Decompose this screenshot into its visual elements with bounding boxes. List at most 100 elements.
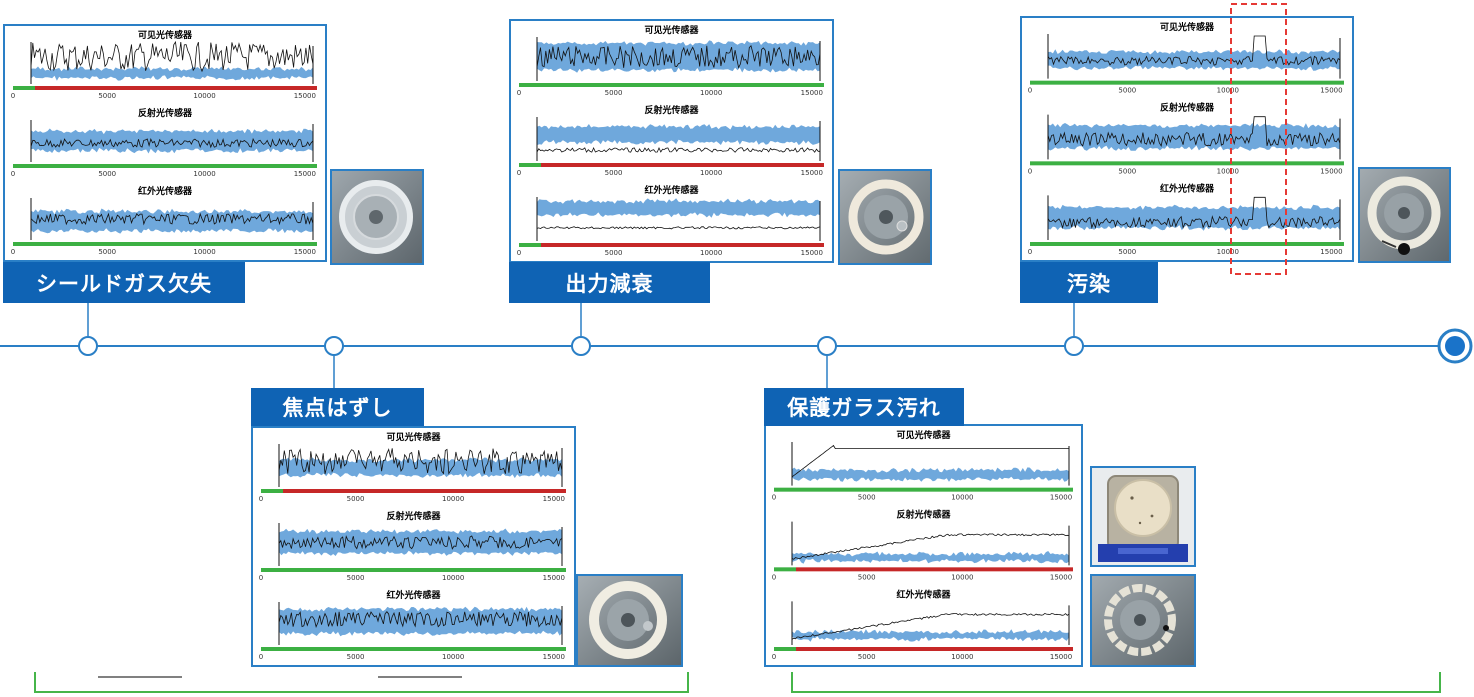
weld-image (1360, 169, 1449, 261)
signal-line (1047, 116, 1341, 147)
sensor-title: 红外光传感器 (138, 185, 193, 197)
x-tick-label: 10000 (193, 248, 215, 256)
status-bar-ok (1030, 80, 1344, 85)
x-tick-label: 15000 (801, 169, 823, 177)
status-bar-ok (774, 647, 796, 651)
x-tick-label: 0 (259, 653, 263, 661)
x-tick-label: 10000 (700, 169, 722, 177)
sensor-title: 反射光传感器 (386, 510, 441, 522)
status-bar-ok (1030, 242, 1344, 246)
timeline-end-node-core (1445, 336, 1465, 356)
x-tick-label: 10000 (442, 574, 464, 582)
x-tick-label: 5000 (605, 89, 623, 97)
signal-line (278, 611, 563, 628)
x-tick-label: 15000 (1320, 167, 1342, 175)
status-bar-ok (1030, 161, 1344, 166)
x-tick-label: 10000 (442, 653, 464, 661)
x-tick-label: 5000 (605, 169, 623, 177)
x-tick-label: 10000 (700, 89, 722, 97)
x-tick-label: 5000 (1118, 87, 1136, 95)
sensor-title: 红外光传感器 (1160, 182, 1215, 194)
x-tick-label: 15000 (1050, 494, 1072, 502)
status-bar-ok (13, 164, 317, 168)
signal-line (30, 40, 314, 73)
signal-band (31, 128, 313, 154)
signal-band (279, 528, 562, 556)
timeline-node (817, 336, 837, 356)
x-tick-label: 0 (517, 89, 521, 97)
x-tick-label: 0 (772, 653, 776, 661)
defect-label-contam: 汚染 (1020, 262, 1158, 303)
sensor-title: 红外光传感器 (896, 588, 951, 600)
x-tick-label: 5000 (858, 573, 876, 581)
timeline-node (324, 336, 344, 356)
status-bar-ng (35, 86, 317, 90)
signal-line (536, 45, 821, 69)
protective-glass-image (1092, 468, 1194, 565)
status-bar-ng (541, 243, 824, 247)
weld-photo-shield (330, 169, 424, 265)
x-tick-label: 15000 (294, 92, 316, 100)
x-tick-label: 15000 (543, 653, 565, 661)
x-tick-label: 5000 (1118, 167, 1136, 175)
timeline-node (1064, 336, 1084, 356)
status-bar-ng (283, 489, 566, 493)
status-bar-ok (519, 243, 541, 247)
sensor-title: 可见光传感器 (644, 24, 699, 36)
x-tick-label: 5000 (605, 249, 623, 257)
x-tick-label: 5000 (98, 248, 116, 256)
x-tick-label: 15000 (1050, 653, 1072, 661)
weld-image (1092, 576, 1194, 665)
x-tick-label: 10000 (193, 92, 215, 100)
timeline-node (571, 336, 591, 356)
sensor-title: 反射光传感器 (138, 107, 193, 119)
weld-photo-glass (1090, 574, 1196, 667)
signal-band (792, 551, 1069, 564)
signal-line (1047, 196, 1341, 230)
signal-line (791, 444, 1069, 478)
x-tick-label: 10000 (951, 494, 973, 502)
defect-label-glass: 保護ガラス汚れ (764, 388, 964, 426)
glass-photo (1090, 466, 1196, 567)
x-tick-label: 10000 (1217, 248, 1239, 256)
x-tick-label: 15000 (801, 89, 823, 97)
status-bar-ng (541, 163, 824, 167)
signal-line (30, 212, 314, 226)
timeline-node (78, 336, 98, 356)
highlight-box-spike (1230, 3, 1287, 275)
sensor-title: 可见光传感器 (138, 29, 193, 41)
status-bar-ng (796, 647, 1073, 651)
x-tick-label: 5000 (347, 495, 365, 503)
x-tick-label: 0 (11, 248, 15, 256)
x-tick-label: 0 (11, 92, 15, 100)
x-tick-label: 10000 (1217, 167, 1239, 175)
x-tick-label: 5000 (98, 170, 116, 178)
sensor-title: 可见光传感器 (386, 431, 441, 443)
sensor-title: 红外光传感器 (386, 589, 441, 601)
signal-line (30, 137, 314, 149)
signal-band (792, 467, 1069, 482)
x-tick-label: 5000 (347, 574, 365, 582)
x-tick-label: 10000 (700, 249, 722, 257)
x-tick-label: 0 (517, 249, 521, 257)
x-tick-label: 5000 (98, 92, 116, 100)
signal-band (1048, 204, 1340, 231)
x-tick-label: 15000 (543, 574, 565, 582)
x-tick-label: 0 (11, 170, 15, 178)
x-tick-label: 10000 (951, 573, 973, 581)
sensor-title: 红外光传感器 (644, 184, 699, 196)
signal-line (278, 448, 563, 475)
defect-label-focus: 焦点はずし (251, 388, 424, 426)
x-tick-label: 15000 (801, 249, 823, 257)
sensor-title: 反射光传感器 (1160, 102, 1215, 114)
status-bar-ok (261, 489, 283, 493)
signal-band (537, 124, 820, 146)
